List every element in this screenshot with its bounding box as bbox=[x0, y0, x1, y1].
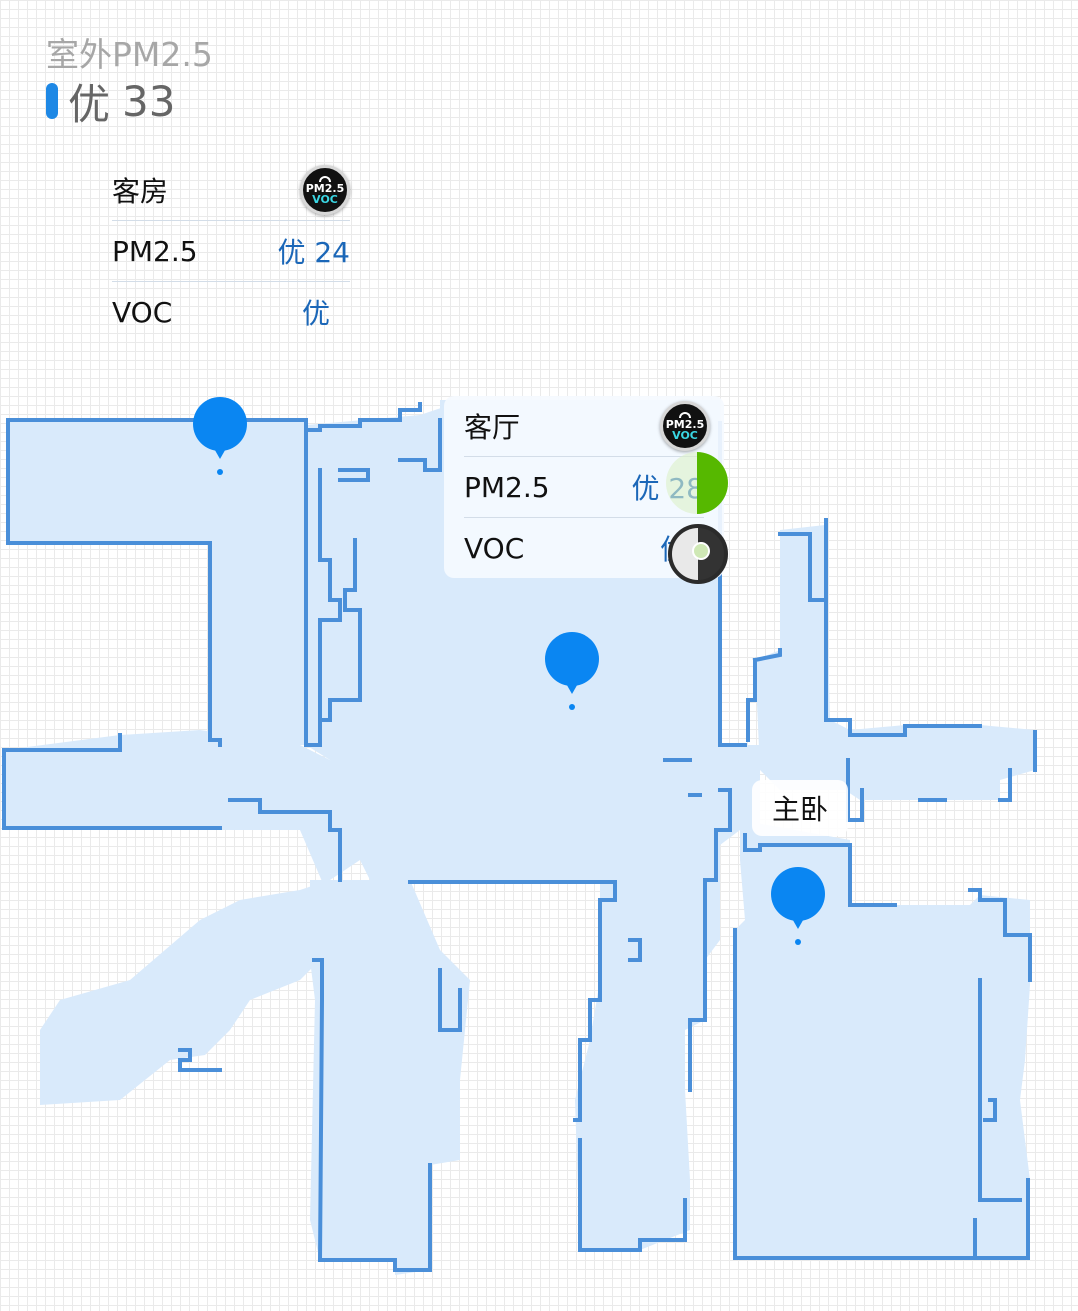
room-name: 客房 bbox=[112, 175, 169, 208]
pin-point bbox=[217, 469, 223, 475]
room-pin-master[interactable] bbox=[771, 867, 825, 947]
room-pin-living[interactable] bbox=[545, 632, 599, 712]
room-card-guest[interactable]: 客房 PM2.5 VOC PM2.5 优 24 VOC 优 bbox=[112, 160, 350, 342]
room-card-header: 客厅 PM2.5 VOC bbox=[464, 396, 710, 456]
pin-tail bbox=[564, 680, 580, 694]
voc-label: VOC bbox=[464, 531, 525, 565]
air-quality-sensor-icon[interactable]: PM2.5 VOC bbox=[300, 165, 350, 215]
pm25-value: 优 24 bbox=[277, 236, 350, 269]
voc-value: 优 bbox=[301, 297, 330, 330]
device-voc-label: VOC bbox=[672, 428, 698, 442]
room-label-master[interactable]: 主卧 bbox=[752, 780, 849, 836]
outdoor-pm25-grade: 优 bbox=[68, 79, 111, 129]
device-pm-label: PM2.5 bbox=[665, 417, 705, 431]
voc-label: VOC bbox=[112, 295, 173, 329]
outdoor-pm25-number: 33 bbox=[122, 76, 176, 126]
air-quality-sensor-icon[interactable]: PM2.5 VOC bbox=[660, 401, 710, 451]
robot-center-dot bbox=[692, 542, 710, 560]
wifi-icon bbox=[679, 411, 691, 418]
room-card-header: 客房 PM2.5 VOC bbox=[112, 160, 350, 220]
device-pm-label: PM2.5 bbox=[305, 181, 345, 195]
sensor-status-icon[interactable] bbox=[666, 452, 728, 548]
voc-row: VOC 优 bbox=[112, 281, 350, 342]
outdoor-pm25-value: 优 33 bbox=[46, 76, 176, 129]
pin-point bbox=[569, 704, 575, 710]
wifi-icon bbox=[319, 175, 331, 182]
room-name: 客厅 bbox=[464, 411, 521, 444]
outdoor-pm25-label: 室外PM2.5 bbox=[46, 35, 213, 74]
location-pin-icon bbox=[545, 632, 599, 686]
pin-tail bbox=[212, 445, 228, 459]
pin-point bbox=[795, 939, 801, 945]
location-pin-icon bbox=[771, 867, 825, 921]
room-pin-guest[interactable] bbox=[193, 397, 247, 477]
pm25-label: PM2.5 bbox=[464, 470, 550, 504]
robot-vacuum-icon[interactable] bbox=[668, 524, 728, 584]
air-level-indicator bbox=[46, 83, 58, 119]
walls bbox=[2, 402, 1037, 1272]
pm25-row: PM2.5 优 24 bbox=[112, 220, 350, 281]
device-voc-label: VOC bbox=[312, 192, 338, 206]
pm25-label: PM2.5 bbox=[112, 234, 198, 268]
pin-tail bbox=[790, 915, 806, 929]
location-pin-icon bbox=[193, 397, 247, 451]
